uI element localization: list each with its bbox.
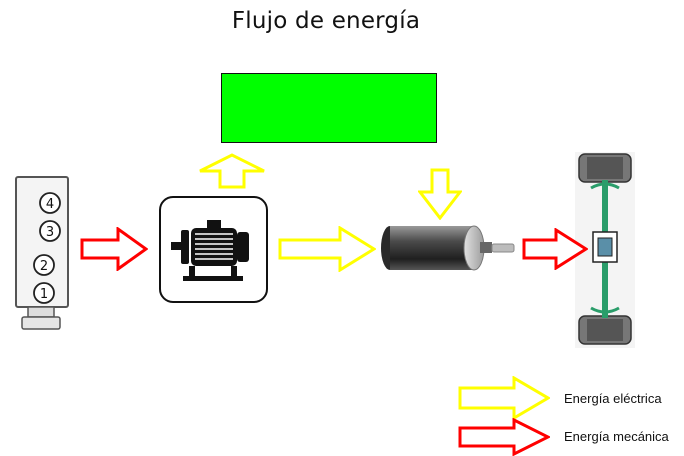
cylinder-1-label: 1 xyxy=(40,287,48,302)
cylinder-4-label: 4 xyxy=(46,197,54,212)
diagram-title: Flujo de energía xyxy=(0,8,684,34)
dc-motor-icon xyxy=(381,225,515,271)
electric-arrow-down xyxy=(418,168,462,220)
mechanical-arrow-1 xyxy=(80,227,148,271)
diagram-title-text: Flujo de energía xyxy=(231,8,421,34)
electric-arrow-right xyxy=(278,226,376,272)
combustion-engine-icon: 4 3 2 1 xyxy=(15,176,69,330)
legend-mechanical-label: Energía mecánica xyxy=(564,429,669,444)
cylinder-2-label: 2 xyxy=(40,259,48,274)
energy-storage-box xyxy=(221,73,437,143)
legend-mechanical-arrow xyxy=(458,418,550,456)
electric-arrow-up xyxy=(199,153,265,189)
electric-motor-icon xyxy=(171,220,249,281)
generator-box xyxy=(159,196,268,303)
legend-electric-label: Energía eléctrica xyxy=(564,391,662,406)
legend-electric-arrow xyxy=(458,376,550,420)
cylinder-3-label: 3 xyxy=(46,225,54,240)
mechanical-arrow-2 xyxy=(522,228,588,270)
